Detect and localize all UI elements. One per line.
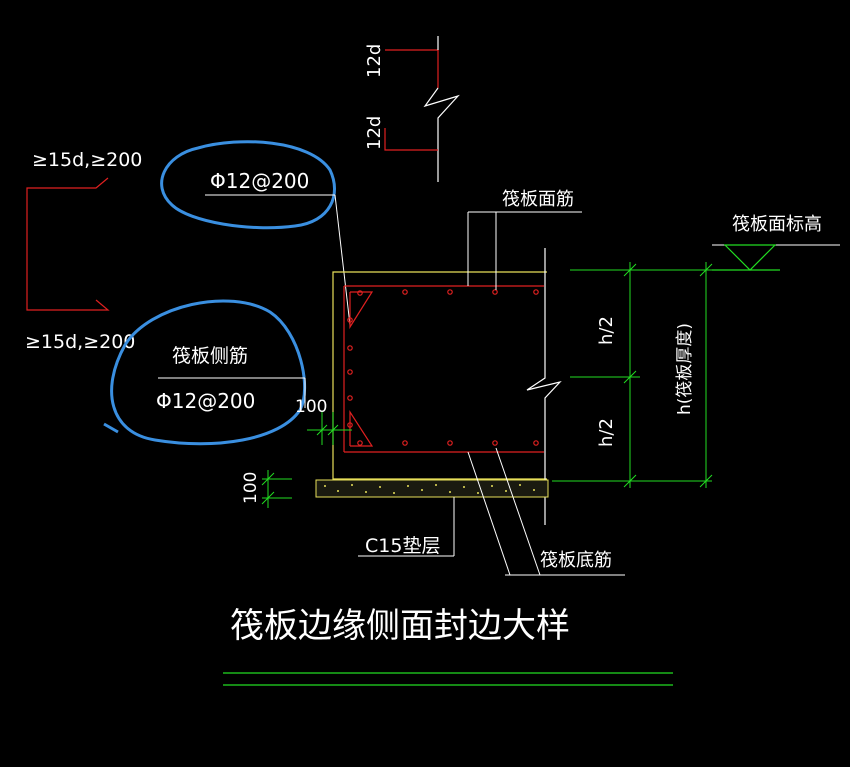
- elevation-marker: 筏板面标高: [712, 214, 840, 271]
- rebar-cage: [343, 285, 544, 453]
- top-spec-annotation: Φ12@200: [205, 169, 351, 326]
- side-rebar-annotation: 筏板侧筋 Φ12@200: [156, 345, 306, 413]
- vertical-dimensions: [552, 262, 713, 488]
- side-rebar-spec: Φ12@200: [156, 389, 255, 413]
- lap-bracket: ≥15d,≥200 ≥15d,≥200: [25, 149, 142, 353]
- drawing-title-block: 筏板边缘侧面封边大样: [223, 606, 673, 686]
- face-rebar-annotation: 筏板面筋: [467, 189, 582, 290]
- dim-100-side: 100: [295, 397, 327, 417]
- cushion-label: C15垫层: [365, 535, 440, 557]
- cushion-dimension: [261, 470, 292, 508]
- hook-12d-top: 12d: [364, 44, 385, 78]
- dim-half-top: h/2: [596, 316, 617, 345]
- hook-12d-bottom: 12d: [364, 116, 385, 150]
- dim-100-cushion: 100: [241, 472, 261, 504]
- cushion-layer: [315, 479, 549, 498]
- side-cover-dimension: [307, 412, 352, 445]
- face-elevation-label: 筏板面标高: [732, 214, 822, 235]
- bottom-rebar-label: 筏板底筋: [540, 550, 612, 571]
- top-rebar-spec: Φ12@200: [210, 169, 309, 193]
- drawing-title: 筏板边缘侧面封边大样: [230, 606, 570, 646]
- lap-length-bottom: ≥15d,≥200: [25, 331, 135, 353]
- break-line: [526, 248, 562, 525]
- slab-outline: [332, 271, 547, 480]
- rebar-dots: [347, 289, 539, 446]
- side-rebar-name: 筏板侧筋: [172, 345, 248, 367]
- cushion-annotation: C15垫层: [358, 497, 455, 557]
- face-rebar-label: 筏板面筋: [502, 189, 574, 210]
- hook-detail: 12d 12d: [364, 36, 460, 182]
- lap-length-top: ≥15d,≥200: [32, 149, 142, 171]
- markup-circles: [103, 140, 336, 446]
- dim-thickness: h(筏板厚度): [675, 323, 695, 415]
- dim-half-bottom: h/2: [596, 418, 617, 447]
- bottom-rebar-annotation: 筏板底筋: [467, 447, 625, 576]
